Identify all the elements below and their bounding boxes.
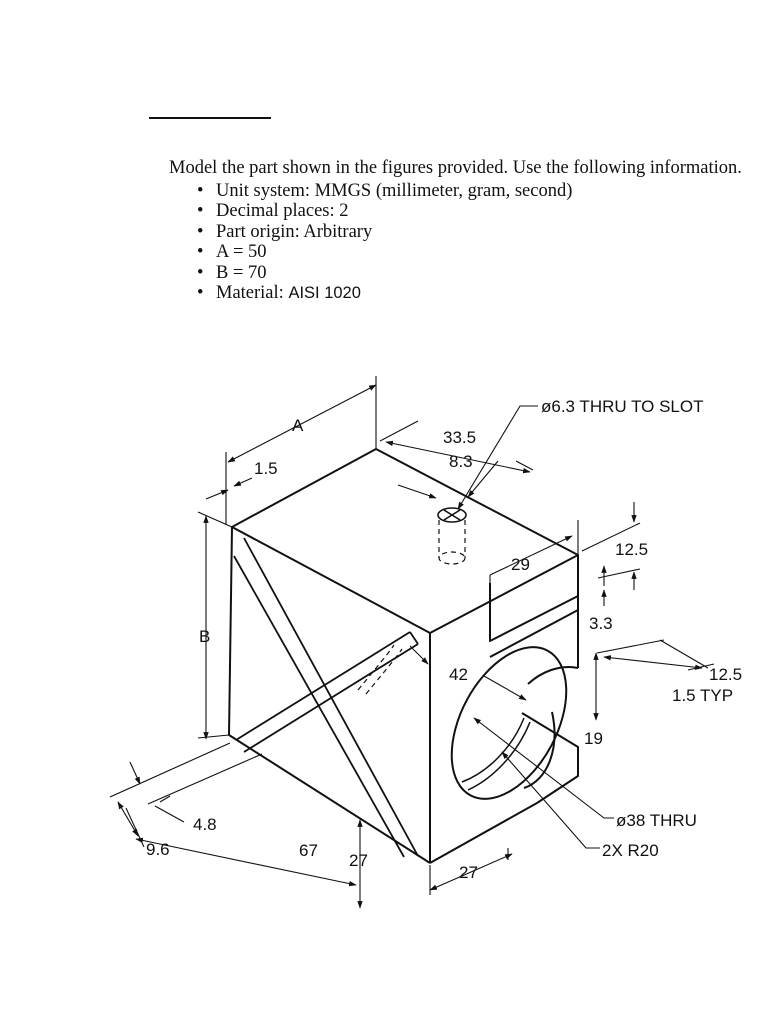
instructions: Model the part shown in the figures prov… [169,158,749,304]
header-rule [149,117,271,119]
dim-b: B [199,627,210,646]
x-ribs [233,537,419,858]
dim-8-3: 8.3 [449,452,473,471]
dim-a: A [292,416,304,435]
spec-item: Part origin: Arbitrary [197,222,749,243]
dim-12-5-side: 12.5 [709,665,742,684]
radius-note: 2X R20 [602,841,659,860]
dimension-lines [109,376,715,909]
spec-item: Unit system: MMGS (millimeter, gram, sec… [197,181,749,202]
dim-27-horizontal: 27 [459,863,478,882]
dim-33-5: 33.5 [443,428,476,447]
intro-text: Model the part shown in the figures prov… [169,158,742,178]
spec-item: Material: AISI 1020 [197,283,749,304]
dim-27-vertical: 27 [349,851,368,870]
dim-4-8: 4.8 [193,815,217,834]
spec-list: Unit system: MMGS (millimeter, gram, sec… [169,181,749,304]
dim-67: 67 [299,841,318,860]
dim-9-6: 9.6 [146,840,170,859]
dim-42: 42 [449,665,468,684]
hidden-lines [357,520,466,695]
dim-12-5-top: 12.5 [615,540,648,559]
top-hole [437,507,467,523]
part-outline [228,448,579,864]
material-value: AISI 1020 [288,284,361,302]
dim-19: 19 [584,729,603,748]
spec-item: A = 50 [197,242,749,263]
dimension-labels: A B 1.5 33.5 8.3 ø6.3 THRU TO SLOT 29 12… [146,397,742,882]
dim-1-5: 1.5 [254,459,278,478]
spec-item: B = 70 [197,263,749,284]
dim-3-3: 3.3 [589,614,613,633]
bore-note: ø38 THRU [616,811,697,830]
hole-note: ø6.3 THRU TO SLOT [541,397,704,416]
typ-note: 1.5 TYP [672,686,733,705]
spec-item: Decimal places: 2 [197,201,749,222]
dim-29: 29 [511,555,530,574]
